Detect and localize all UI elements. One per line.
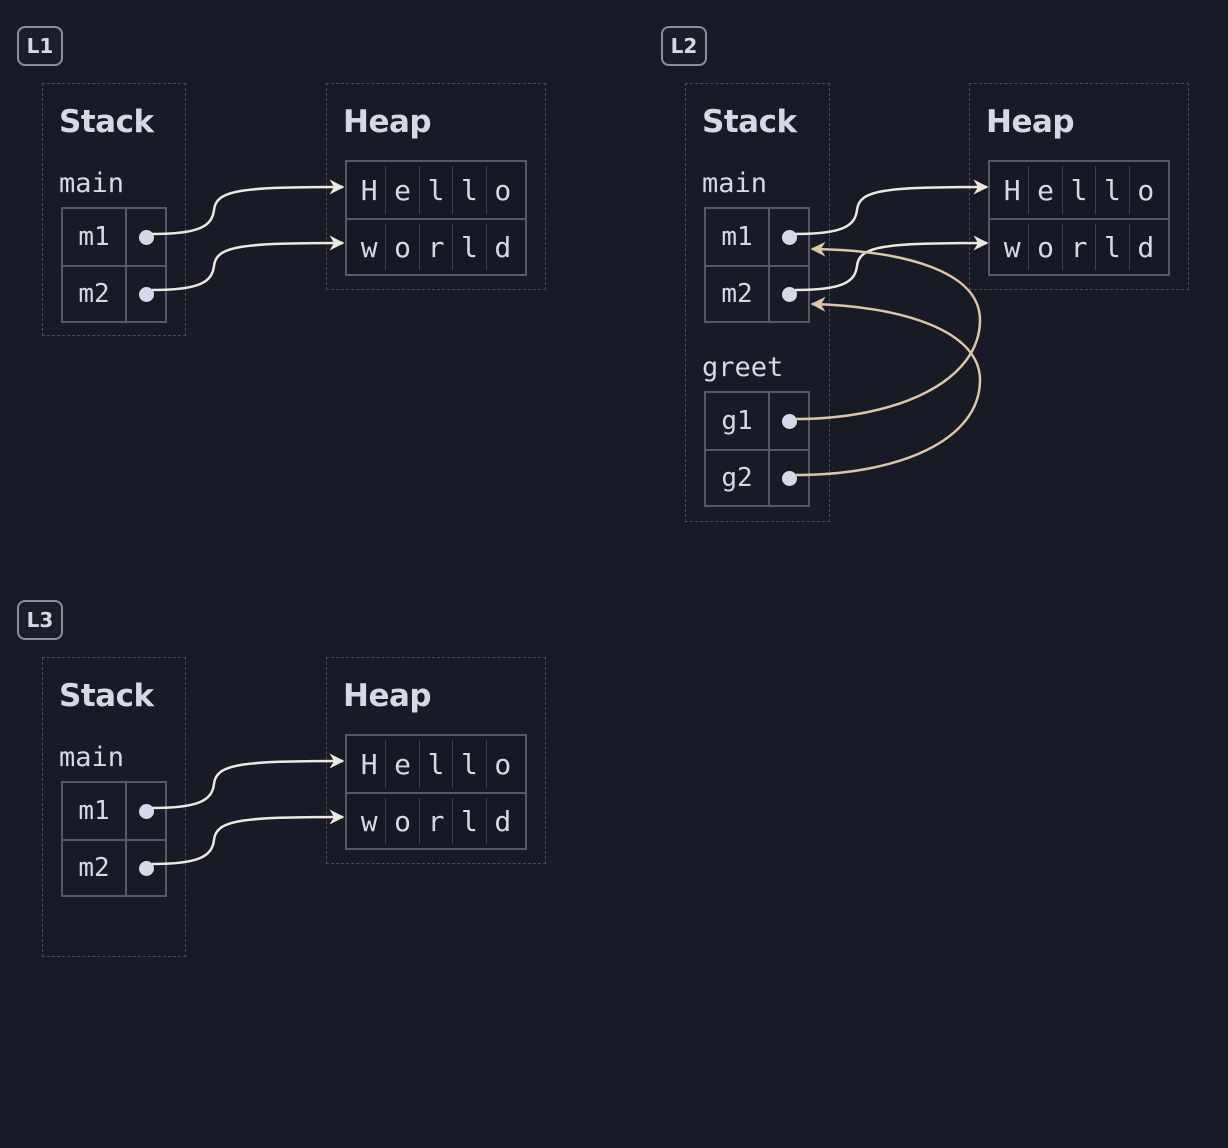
- variable-name: m1: [706, 209, 770, 265]
- heap-char: e: [385, 740, 418, 788]
- panel-label: L3: [17, 600, 63, 640]
- variable-row: g1: [706, 393, 808, 449]
- heap-char: o: [385, 224, 418, 270]
- pointer-dot-icon: [781, 286, 797, 302]
- variable-row: g2: [706, 449, 808, 505]
- pointer-dot-icon: [781, 470, 797, 486]
- heap-char: r: [418, 224, 452, 270]
- pointer-dot-icon: [781, 229, 797, 245]
- heap-char: l: [452, 798, 485, 844]
- variable-name: m1: [63, 209, 127, 265]
- variable-row: m2: [63, 839, 165, 895]
- variable-name: m1: [63, 783, 127, 839]
- pointer-dot-icon: [138, 229, 154, 245]
- frame-table: g1 g2: [704, 391, 810, 507]
- heap-char: H: [360, 747, 378, 781]
- heap-char: o: [485, 740, 519, 788]
- stack-region: Stack main m1 m2: [42, 657, 186, 957]
- stack-title: Stack: [702, 104, 797, 140]
- variable-name: m2: [63, 267, 127, 321]
- heap-title: Heap: [343, 104, 432, 140]
- heap-char: l: [418, 740, 452, 788]
- heap-char: H: [360, 173, 378, 207]
- stack-title: Stack: [59, 104, 154, 140]
- frame-table: m1 m2: [704, 207, 810, 323]
- panel-label: L1: [17, 26, 63, 66]
- variable-row: m1: [706, 209, 808, 265]
- heap-char: l: [1061, 166, 1095, 214]
- heap-char: o: [385, 798, 418, 844]
- variable-row: m1: [63, 209, 165, 265]
- heap-char: r: [418, 798, 452, 844]
- stack-region: Stack main m1 m2 greet g1 g2: [685, 83, 830, 522]
- heap-char: w: [1003, 230, 1021, 264]
- frame-table: m1 m2: [61, 207, 167, 323]
- heap-char: o: [1128, 166, 1162, 214]
- heap-char: d: [485, 798, 519, 844]
- heap-title: Heap: [986, 104, 1075, 140]
- heap-char: l: [1095, 166, 1128, 214]
- frame-name: main: [59, 742, 125, 773]
- heap-char: l: [418, 166, 452, 214]
- heap-title: Heap: [343, 678, 432, 714]
- pointer-dot-icon: [138, 803, 154, 819]
- variable-name: m2: [706, 267, 770, 321]
- heap-char: e: [385, 166, 418, 214]
- heap-char: d: [485, 224, 519, 270]
- heap-char: w: [360, 230, 378, 264]
- variable-row: m2: [63, 265, 165, 321]
- heap-char: l: [452, 166, 485, 214]
- heap-char: o: [485, 166, 519, 214]
- heap-char: H: [1003, 173, 1021, 207]
- heap-char: d: [1128, 224, 1162, 270]
- panel-label: L2: [661, 26, 707, 66]
- variable-row: m1: [63, 783, 165, 839]
- variable-name: m2: [63, 841, 127, 895]
- heap-char: e: [1028, 166, 1061, 214]
- frame-table: m1 m2: [61, 781, 167, 897]
- stack-region: Stack main m1 m2: [42, 83, 186, 336]
- stack-title: Stack: [59, 678, 154, 714]
- variable-name: g1: [706, 393, 770, 449]
- heap-char: r: [1061, 224, 1095, 270]
- heap-char: l: [452, 740, 485, 788]
- heap-char: w: [360, 804, 378, 838]
- frame-name: main: [702, 168, 768, 199]
- heap-char: l: [1095, 224, 1128, 270]
- variable-name: g2: [706, 451, 770, 505]
- pointer-dot-icon: [138, 860, 154, 876]
- variable-row: m2: [706, 265, 808, 321]
- heap-char: l: [452, 224, 485, 270]
- heap-char: o: [1028, 224, 1061, 270]
- pointer-dot-icon: [781, 413, 797, 429]
- frame-name: greet: [702, 352, 784, 383]
- pointer-dot-icon: [138, 286, 154, 302]
- frame-name: main: [59, 168, 125, 199]
